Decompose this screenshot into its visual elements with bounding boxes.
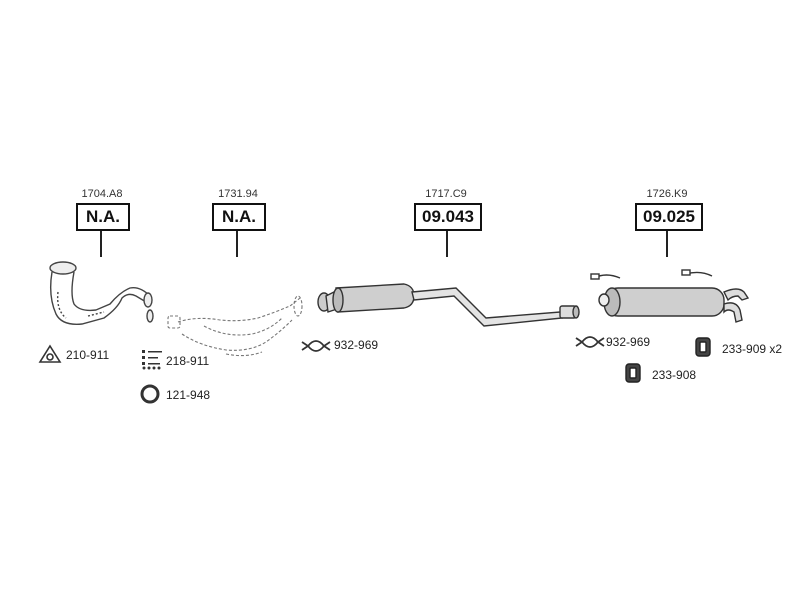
section-code-catalyst[interactable]: N.A. xyxy=(212,203,266,231)
part-label-clamp[interactable]: 932-969 xyxy=(334,338,379,352)
part-label-rubber-mount[interactable]: 233-908 xyxy=(652,368,697,382)
rubber-mount-icon xyxy=(625,363,641,383)
part-label-bolt-kit[interactable]: 218-911 xyxy=(166,354,210,368)
front-pipe-drawing[interactable] xyxy=(49,261,154,325)
part-label-clamp[interactable]: 932-969 xyxy=(606,335,651,349)
section-ref-rear-silencer: 1726.K9 xyxy=(646,188,688,200)
part-label-gasket[interactable]: 210-911 xyxy=(66,348,110,362)
part-label-ring-gasket[interactable]: 121-948 xyxy=(166,388,211,402)
ring-gasket-icon xyxy=(140,384,160,404)
section-code-front-pipe[interactable]: N.A. xyxy=(76,203,130,231)
section-code-middle-silencer[interactable]: 09.043 xyxy=(414,203,482,231)
section-stem xyxy=(100,231,102,257)
section-code-rear-silencer[interactable]: 09.025 xyxy=(635,203,703,231)
part-label-rubber-mount[interactable]: 233-909 x2 xyxy=(722,342,783,356)
section-ref-catalyst: 1731.94 xyxy=(218,188,258,200)
section-ref-front-pipe: 1704.A8 xyxy=(81,188,123,200)
rubber-mount-icon xyxy=(695,337,711,357)
section-stem xyxy=(446,231,448,257)
section-stem xyxy=(666,231,668,257)
section-stem xyxy=(236,231,238,257)
clamp-icon xyxy=(301,340,331,352)
triangle-gasket-icon xyxy=(38,344,62,363)
section-ref-middle-silencer: 1717.C9 xyxy=(425,188,467,200)
bolt-kit-icon xyxy=(142,350,162,370)
catalyst-drawing[interactable] xyxy=(167,295,303,357)
middle-silencer-drawing[interactable] xyxy=(317,283,580,327)
clamp-icon xyxy=(575,336,605,348)
rear-silencer-drawing[interactable] xyxy=(590,269,750,323)
